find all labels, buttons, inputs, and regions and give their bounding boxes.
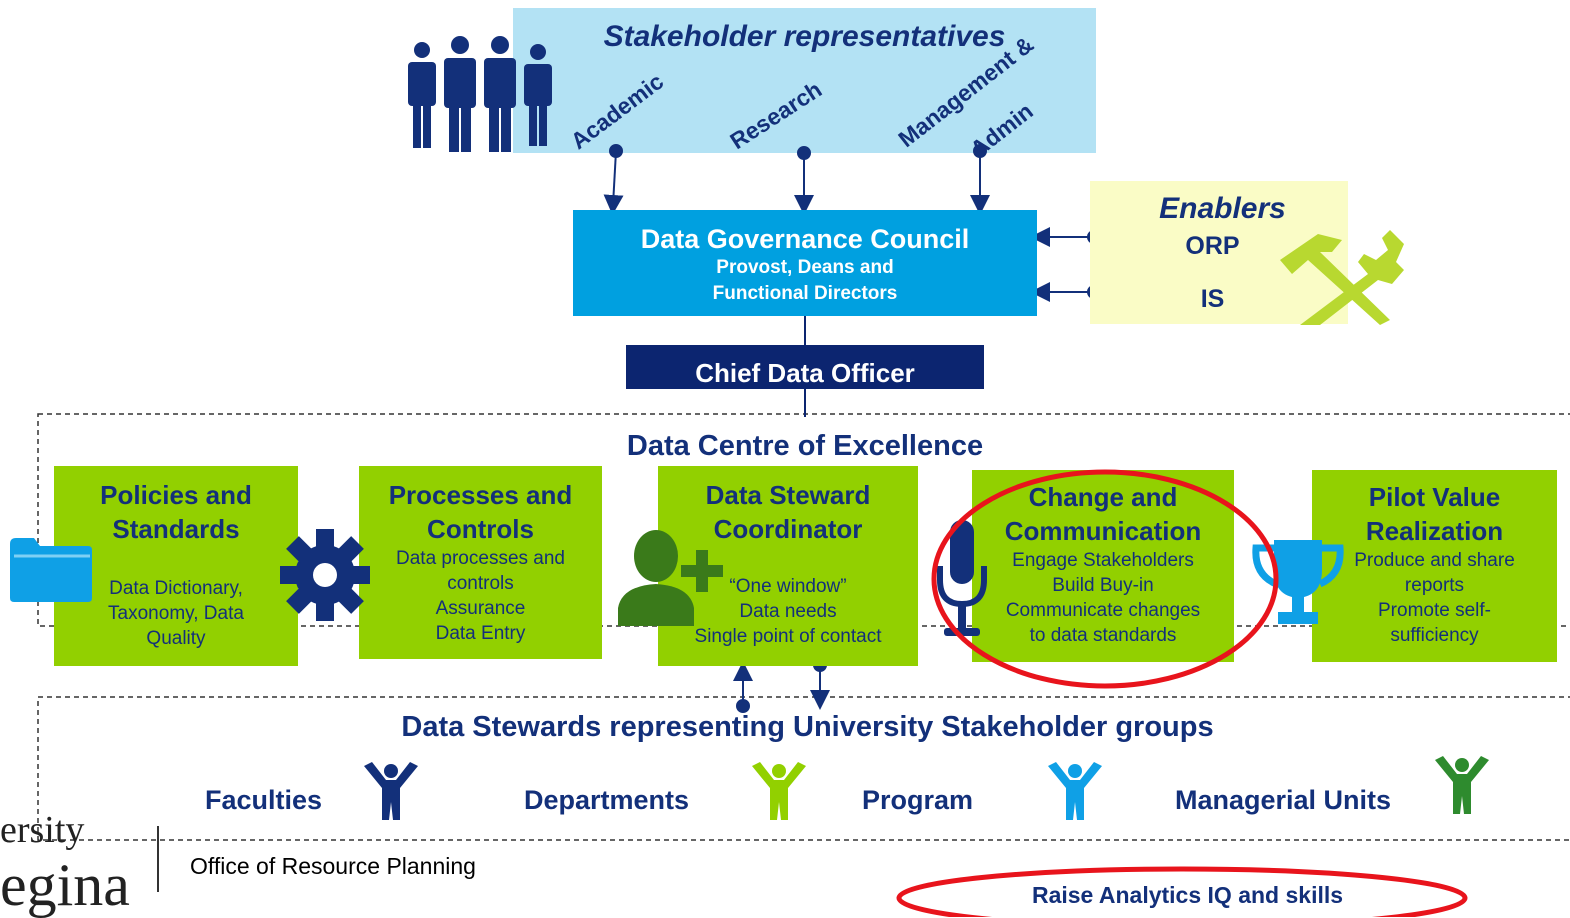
stewards-dashed-region <box>37 696 1570 841</box>
university-logo-line2: egina <box>0 852 130 918</box>
box-line: Single point of contact <box>694 626 882 647</box>
council-title: Data Governance Council <box>640 224 970 254</box>
box-line: Taxonomy, Data <box>108 603 244 624</box>
enablers-title: Enablers <box>1159 192 1286 225</box>
group-faculties: Faculties <box>205 785 323 815</box>
box-data-steward-coordinator: Data Steward Coordinator “One window” Da… <box>658 466 918 666</box>
box-line: controls <box>447 573 514 594</box>
university-logo-line1: ersity <box>0 809 85 851</box>
council-subtitle-line1: Provost, Deans and <box>716 257 894 278</box>
box-line: reports <box>1404 575 1465 596</box>
box-line: Assurance <box>435 598 526 619</box>
tools-icon <box>1280 230 1404 325</box>
council-subtitle-line2: Functional Directors <box>712 283 898 304</box>
box-line: Data processes and <box>396 548 565 569</box>
stakeholder-box <box>513 8 1096 153</box>
box-line: Build Buy-in <box>1052 575 1154 596</box>
person-cheer-navy-icon <box>364 762 418 820</box>
enablers-orp: ORP <box>1185 232 1240 260</box>
box-line: “One window” <box>729 576 847 597</box>
folder-icon <box>10 538 92 602</box>
stakeholder-title: Stakeholder representatives <box>603 20 1006 53</box>
centre-title: Data Centre of Excellence <box>626 430 984 462</box>
box-line: Engage Stakeholders <box>1012 550 1194 571</box>
box-line: Promote self- <box>1378 600 1491 621</box>
box-line: Data Entry <box>435 623 526 644</box>
box-line: sufficiency <box>1390 625 1479 646</box>
box-heading: Pilot Value Realization <box>1365 482 1504 546</box>
gear-icon <box>280 529 370 621</box>
box-heading: Data Steward Coordinator <box>705 480 871 544</box>
analytics-iq-text: Raise Analytics IQ and skills <box>1031 882 1344 908</box>
box-processes-controls: Processes and Controls Data processes an… <box>359 466 602 659</box>
box-policies-standards: Policies and Standards Data Dictionary, … <box>54 466 298 666</box>
box-line: Communicate changes <box>1005 600 1201 621</box>
box-line: Quality <box>146 628 206 649</box>
person-cheer-blue-icon <box>1048 762 1102 820</box>
box-line: Data needs <box>739 601 837 622</box>
highlight-change-communication <box>931 469 1279 689</box>
chief-data-officer: Chief Data Officer <box>626 345 984 389</box>
group-managerial-units: Managerial Units <box>1175 785 1392 815</box>
data-governance-council: Data Governance Council Provost, Deans a… <box>573 210 1037 316</box>
box-heading: Change and Communication <box>1004 482 1202 546</box>
enablers-is: IS <box>1200 285 1225 313</box>
person-cheer-green-icon <box>752 762 806 820</box>
footer-divider <box>157 826 159 892</box>
people-group-icon <box>408 36 552 152</box>
box-heading: Policies and Standards <box>100 480 252 544</box>
box-line: to data standards <box>1029 625 1177 646</box>
box-line: Data Dictionary, <box>109 578 243 599</box>
group-program: Program <box>862 785 974 815</box>
group-departments: Departments <box>524 785 690 815</box>
box-change-communication: Change and Communication Engage Stakehol… <box>972 470 1234 662</box>
box-line: Produce and share <box>1354 550 1515 571</box>
office-name: Office of Resource Planning <box>190 853 476 879</box>
box-pilot-value: Pilot Value Realization Produce and shar… <box>1312 470 1557 662</box>
add-person-icon <box>618 530 723 626</box>
person-cheer-darkgreen-icon <box>1435 756 1489 814</box>
trophy-icon <box>1252 540 1344 624</box>
stewards-title: Data Stewards representing University St… <box>401 711 1214 743</box>
highlight-analytics-iq <box>896 866 1468 917</box>
box-heading: Processes and Controls <box>388 480 573 544</box>
